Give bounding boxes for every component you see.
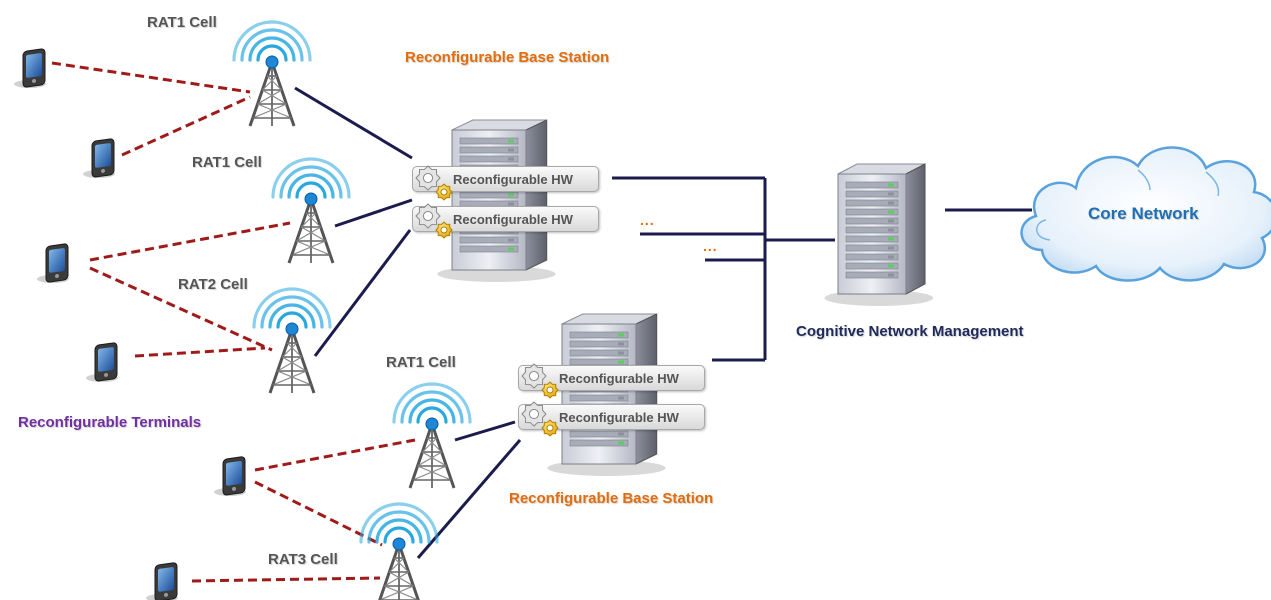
mobile-phone-icon xyxy=(86,342,118,382)
base-station-label-bottom: Reconfigurable Base Station xyxy=(509,490,714,507)
wireless-link xyxy=(134,346,266,358)
hw-box: Reconfigurable HW xyxy=(518,365,705,391)
server-icon xyxy=(547,313,666,476)
cell-label-rat1-a: RAT1 Cell xyxy=(147,14,217,31)
cell-label-rat3: RAT3 Cell xyxy=(268,551,338,568)
cell-tower-icon xyxy=(232,20,312,127)
cell-tower-icon xyxy=(271,157,351,264)
wireless-link xyxy=(121,95,251,157)
server-icon xyxy=(824,163,934,306)
mobile-phone-icon xyxy=(146,562,178,600)
wireless-link xyxy=(254,438,416,472)
hw-box: Reconfigurable HW xyxy=(412,206,599,232)
wired-link xyxy=(294,86,413,160)
wired-link xyxy=(454,420,516,442)
phone-group xyxy=(14,48,246,600)
wireless-link xyxy=(51,61,251,94)
ellipsis-2: ... xyxy=(703,238,718,254)
hw-box: Reconfigurable HW xyxy=(518,404,705,430)
wired-link xyxy=(334,198,413,228)
terminals-label: Reconfigurable Terminals xyxy=(18,414,202,431)
cell-label-rat2: RAT2 Cell xyxy=(178,276,248,293)
wired-link xyxy=(416,439,522,559)
mobile-phone-icon xyxy=(214,456,246,496)
wired-links xyxy=(294,86,1032,559)
cell-tower-icon xyxy=(359,502,439,600)
core-network-label: Core Network xyxy=(1088,204,1199,223)
mobile-phone-icon xyxy=(37,243,69,283)
cloud-icon xyxy=(1020,146,1271,282)
cell-label-rat1-c: RAT1 Cell xyxy=(386,354,456,371)
cell-tower-icon xyxy=(252,287,332,394)
hw-box: Reconfigurable HW xyxy=(412,166,599,192)
tower-group xyxy=(232,20,472,600)
cognitive-management-label: Cognitive Network Management xyxy=(796,323,1024,340)
server-icon xyxy=(437,119,556,282)
wireless-link xyxy=(191,576,381,583)
ellipsis-1: ... xyxy=(640,212,655,228)
mobile-phone-icon xyxy=(83,138,115,178)
wired-link xyxy=(313,229,412,357)
cell-tower-icon xyxy=(392,382,472,489)
cell-label-rat1-b: RAT1 Cell xyxy=(192,154,262,171)
wireless-link xyxy=(89,266,273,352)
mobile-phone-icon xyxy=(14,48,46,88)
wireless-link xyxy=(89,221,291,262)
base-station-label-top: Reconfigurable Base Station xyxy=(405,49,610,66)
